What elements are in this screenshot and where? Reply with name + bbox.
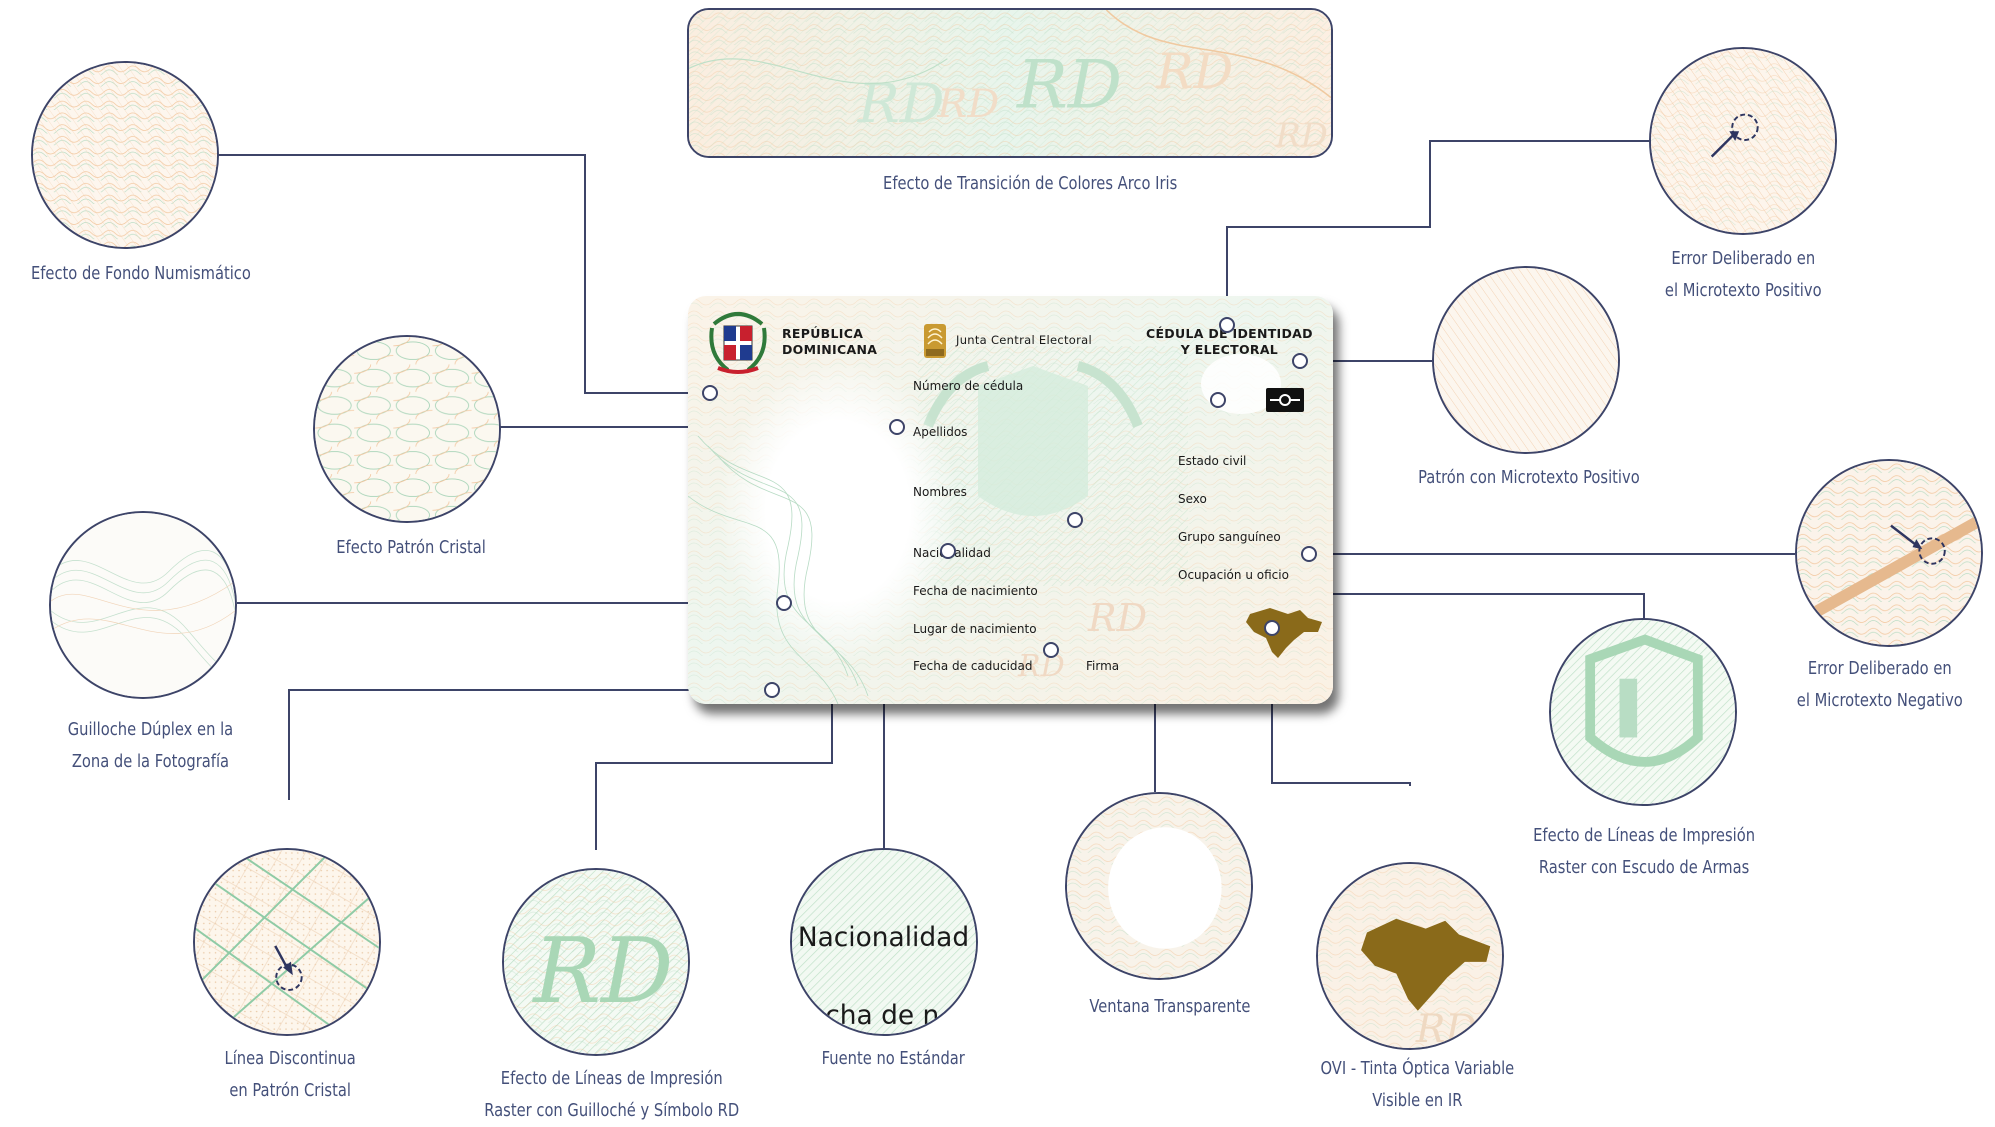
callout-dot: [764, 682, 780, 698]
svg-text:RD: RD: [1087, 596, 1147, 640]
callout-dot: [1292, 353, 1308, 369]
callout-dot: [776, 595, 792, 611]
card-signature-label: Firma: [1086, 659, 1120, 673]
label-ventana: Ventana Transparente: [1089, 997, 1251, 1017]
label-raster-escudo: Efecto de Líneas de Impresión Raster con…: [1533, 826, 1756, 878]
zoom-ovi: RD: [1316, 862, 1504, 1050]
svg-text:RD: RD: [857, 71, 945, 134]
card-field: Lugar de nacimiento: [913, 622, 1037, 636]
label-cristal: Efecto Patrón Cristal: [336, 538, 486, 558]
zoom-microtexto-positivo: [1432, 266, 1620, 454]
zoom-raster-escudo: [1549, 618, 1737, 806]
callout-dot: [889, 419, 905, 435]
card-doc-title: CÉDULA DE IDENTIDAD Y ELECTORAL: [1146, 326, 1313, 357]
rainbow-transition-banner: RD RD RD RD RD: [687, 8, 1333, 158]
callout-dot: [1043, 642, 1059, 658]
zoom-numismatic: [31, 61, 219, 249]
callout-dot: [1210, 392, 1226, 408]
fuente-word2: cha de n: [825, 1000, 939, 1031]
card-field: Número de cédula: [913, 379, 1024, 393]
card-authority: Junta Central Electoral: [956, 333, 1092, 347]
svg-text:RD: RD: [1155, 42, 1233, 99]
callout-dot: [1219, 317, 1235, 333]
fuente-word: Nacionalidad: [798, 922, 969, 953]
callout-dot: [1264, 620, 1280, 636]
chip-symbol-icon: [1266, 388, 1304, 412]
card-field: Grupo sanguíneo: [1178, 530, 1281, 544]
svg-text:RD: RD: [531, 919, 673, 1024]
jce-logo-icon: [924, 324, 946, 358]
zoom-ventana: [1065, 792, 1253, 980]
zoom-linea-discontinua: [193, 848, 381, 1036]
zoom-raster-rd: RD: [502, 868, 690, 1056]
card-field: Sexo: [1178, 492, 1207, 506]
card-country: REPÚBLICA DOMINICANA: [782, 326, 878, 357]
label-guilloche-duplex: Guilloche Dúplex en la Zona de la Fotogr…: [67, 720, 234, 772]
card-field: Ocupación u oficio: [1178, 568, 1289, 582]
svg-text:RD: RD: [1015, 46, 1122, 123]
card-field: Fecha de caducidad: [913, 659, 1033, 673]
svg-text:RD: RD: [936, 81, 999, 127]
card-field: Estado civil: [1178, 454, 1247, 468]
ovi-map-icon: [1246, 608, 1322, 658]
coat-of-arms-icon: [709, 312, 767, 374]
zoom-cristal: [313, 335, 501, 523]
callout-dot: [1301, 546, 1317, 562]
id-card: RD RD REPÚBLICA DOMINICANA: [688, 296, 1333, 704]
label-numismatic: Efecto de Fondo Numismático: [30, 264, 251, 284]
label-microtexto-positivo: Patrón con Microtexto Positivo: [1418, 468, 1640, 488]
label-linea-discontinua: Línea Discontinua en Patrón Cristal: [224, 1049, 356, 1101]
card-field: Nombres: [913, 485, 967, 499]
callout-dot: [1067, 512, 1083, 528]
label-ovi: OVI - Tinta Óptica Variable Visible en I…: [1320, 1059, 1515, 1111]
label-banner: Efecto de Transición de Colores Arco Iri…: [883, 174, 1178, 194]
svg-text:RD: RD: [1274, 116, 1328, 155]
label-error-positivo: Error Deliberado en el Microtexto Positi…: [1664, 249, 1822, 301]
label-fuente: Fuente no Estándar: [821, 1049, 965, 1069]
zoom-error-positivo: [1649, 47, 1837, 235]
zoom-fuente: Nacionalidad cha de n: [790, 848, 978, 1036]
label-raster-rd: Efecto de Líneas de Impresión Raster con…: [484, 1069, 740, 1121]
label-error-negativo: Error Deliberado en el Microtexto Negati…: [1796, 659, 1963, 711]
callout-dot: [940, 543, 956, 559]
zoom-guilloche-duplex: [49, 511, 237, 699]
card-field: Apellidos: [913, 425, 968, 439]
callout-dot: [702, 385, 718, 401]
zoom-error-negativo: [1795, 459, 1983, 647]
card-field: Fecha de nacimiento: [913, 584, 1038, 598]
